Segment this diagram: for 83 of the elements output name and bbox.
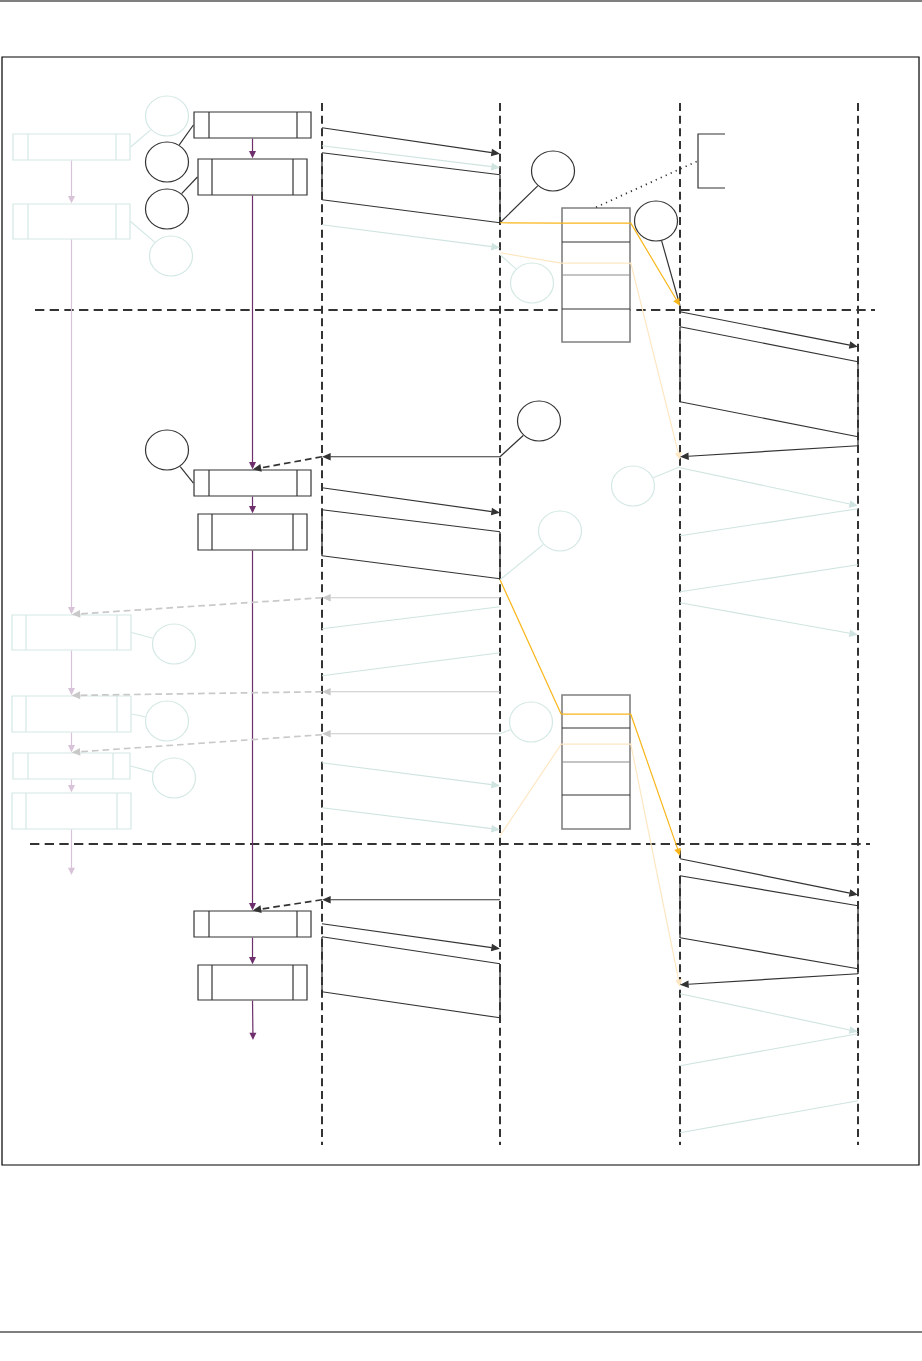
lifeline <box>499 102 501 1146</box>
leader-line <box>499 729 512 735</box>
transfer-line <box>321 152 501 176</box>
stack-box <box>561 207 631 343</box>
message-arrow <box>321 127 500 157</box>
transfer-line <box>679 508 859 537</box>
message-arrow <box>679 993 858 1034</box>
transfer-line <box>321 606 501 630</box>
process-box <box>11 614 132 651</box>
leader-line <box>130 129 152 148</box>
flow-arrow <box>68 829 75 875</box>
process-box <box>193 111 312 139</box>
pointer-arrow <box>560 222 680 306</box>
process-box <box>197 964 308 1001</box>
callout-circle <box>537 510 583 552</box>
callout-circle <box>148 235 194 277</box>
process-box <box>12 203 131 240</box>
transfer-line <box>321 509 501 533</box>
callout-circle <box>509 262 555 304</box>
process-box <box>12 752 131 780</box>
process-box <box>11 792 132 830</box>
bracket <box>697 133 726 189</box>
transfer-line <box>321 555 501 580</box>
dotted-leader-line <box>595 160 699 209</box>
callout-circle <box>144 188 190 230</box>
transfer-line <box>679 875 859 907</box>
callout-circle <box>151 757 197 799</box>
callout-circle <box>516 400 562 442</box>
callout-circle <box>144 700 190 742</box>
transfer-line <box>679 1033 859 1067</box>
leader-line <box>661 240 681 307</box>
leader-line <box>131 631 154 639</box>
message-arrow <box>321 807 500 833</box>
lifeline <box>857 102 859 1146</box>
flow-arrow <box>249 1000 257 1040</box>
message-arrow <box>321 145 500 171</box>
transfer-line <box>321 991 501 1019</box>
leader-line <box>179 465 194 484</box>
transfer-line <box>679 326 859 363</box>
message-arrow <box>680 973 859 989</box>
leader-line <box>131 713 146 718</box>
message-arrow <box>321 224 500 251</box>
message-arrow <box>321 487 500 516</box>
callout-circle <box>144 141 190 183</box>
transfer-line <box>679 401 859 438</box>
process-box <box>11 695 132 733</box>
leader-line <box>499 543 544 581</box>
transfer-line <box>679 564 859 593</box>
message-arrow <box>321 923 500 952</box>
process-box <box>193 469 312 497</box>
leader-line <box>181 176 198 195</box>
transfer-line <box>321 652 501 677</box>
callout-circle <box>633 200 679 242</box>
process-box <box>197 158 308 196</box>
leader-line <box>130 220 156 243</box>
transfer-line <box>679 1100 859 1134</box>
leader-line <box>178 124 194 146</box>
message-arrow <box>680 445 859 461</box>
message-arrow <box>679 602 858 637</box>
transfer-line <box>321 199 501 224</box>
leader-line <box>130 765 154 773</box>
callout-circle <box>610 465 656 507</box>
process-box <box>197 513 308 551</box>
leader-line <box>499 434 524 458</box>
message-arrow <box>321 762 500 789</box>
callout-circle <box>144 95 190 137</box>
lifeline <box>321 102 323 1146</box>
message-arrow <box>679 858 858 897</box>
callout-circle <box>151 623 197 665</box>
leader-line <box>499 185 539 224</box>
process-box <box>193 910 312 938</box>
stack-box <box>561 694 631 830</box>
transfer-line <box>321 936 501 965</box>
callout-circle <box>144 429 190 471</box>
process-box <box>12 133 131 161</box>
lifeline <box>679 102 681 1146</box>
message-arrow <box>679 467 858 508</box>
callout-circle <box>530 150 576 192</box>
transfer-line <box>679 937 859 970</box>
callout-circle <box>508 701 554 743</box>
leader-line <box>652 466 681 479</box>
message-arrow <box>679 311 858 349</box>
leader-line <box>499 254 517 270</box>
